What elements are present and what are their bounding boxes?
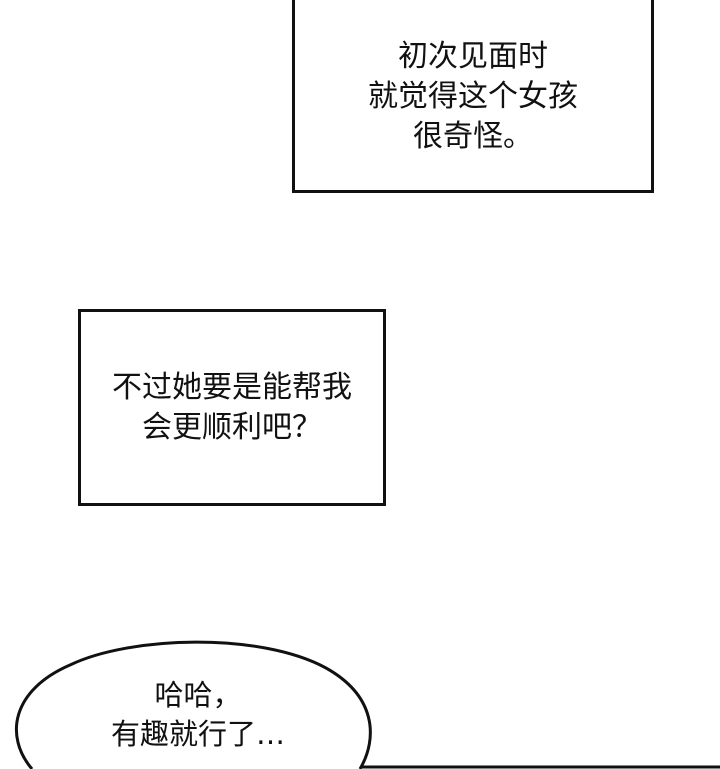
- speech-bubble-text: 哈哈， 有趣就行了…: [40, 676, 356, 754]
- caption-box-middle: 不过她要是能帮我 会更顺利吧？: [78, 309, 386, 506]
- caption-line: 不过她要是能帮我: [112, 369, 352, 405]
- caption-line: 初次见面时: [398, 38, 548, 74]
- speech-line: 哈哈，: [154, 678, 242, 712]
- speech-line: 有趣就行了…: [110, 717, 285, 751]
- caption-line: 会更顺利吧？: [142, 409, 322, 445]
- caption-line: 很奇怪。: [413, 118, 533, 154]
- caption-box-top: 初次见面时 就觉得这个女孩 很奇怪。: [292, 0, 654, 193]
- caption-line: 就觉得这个女孩: [368, 78, 578, 114]
